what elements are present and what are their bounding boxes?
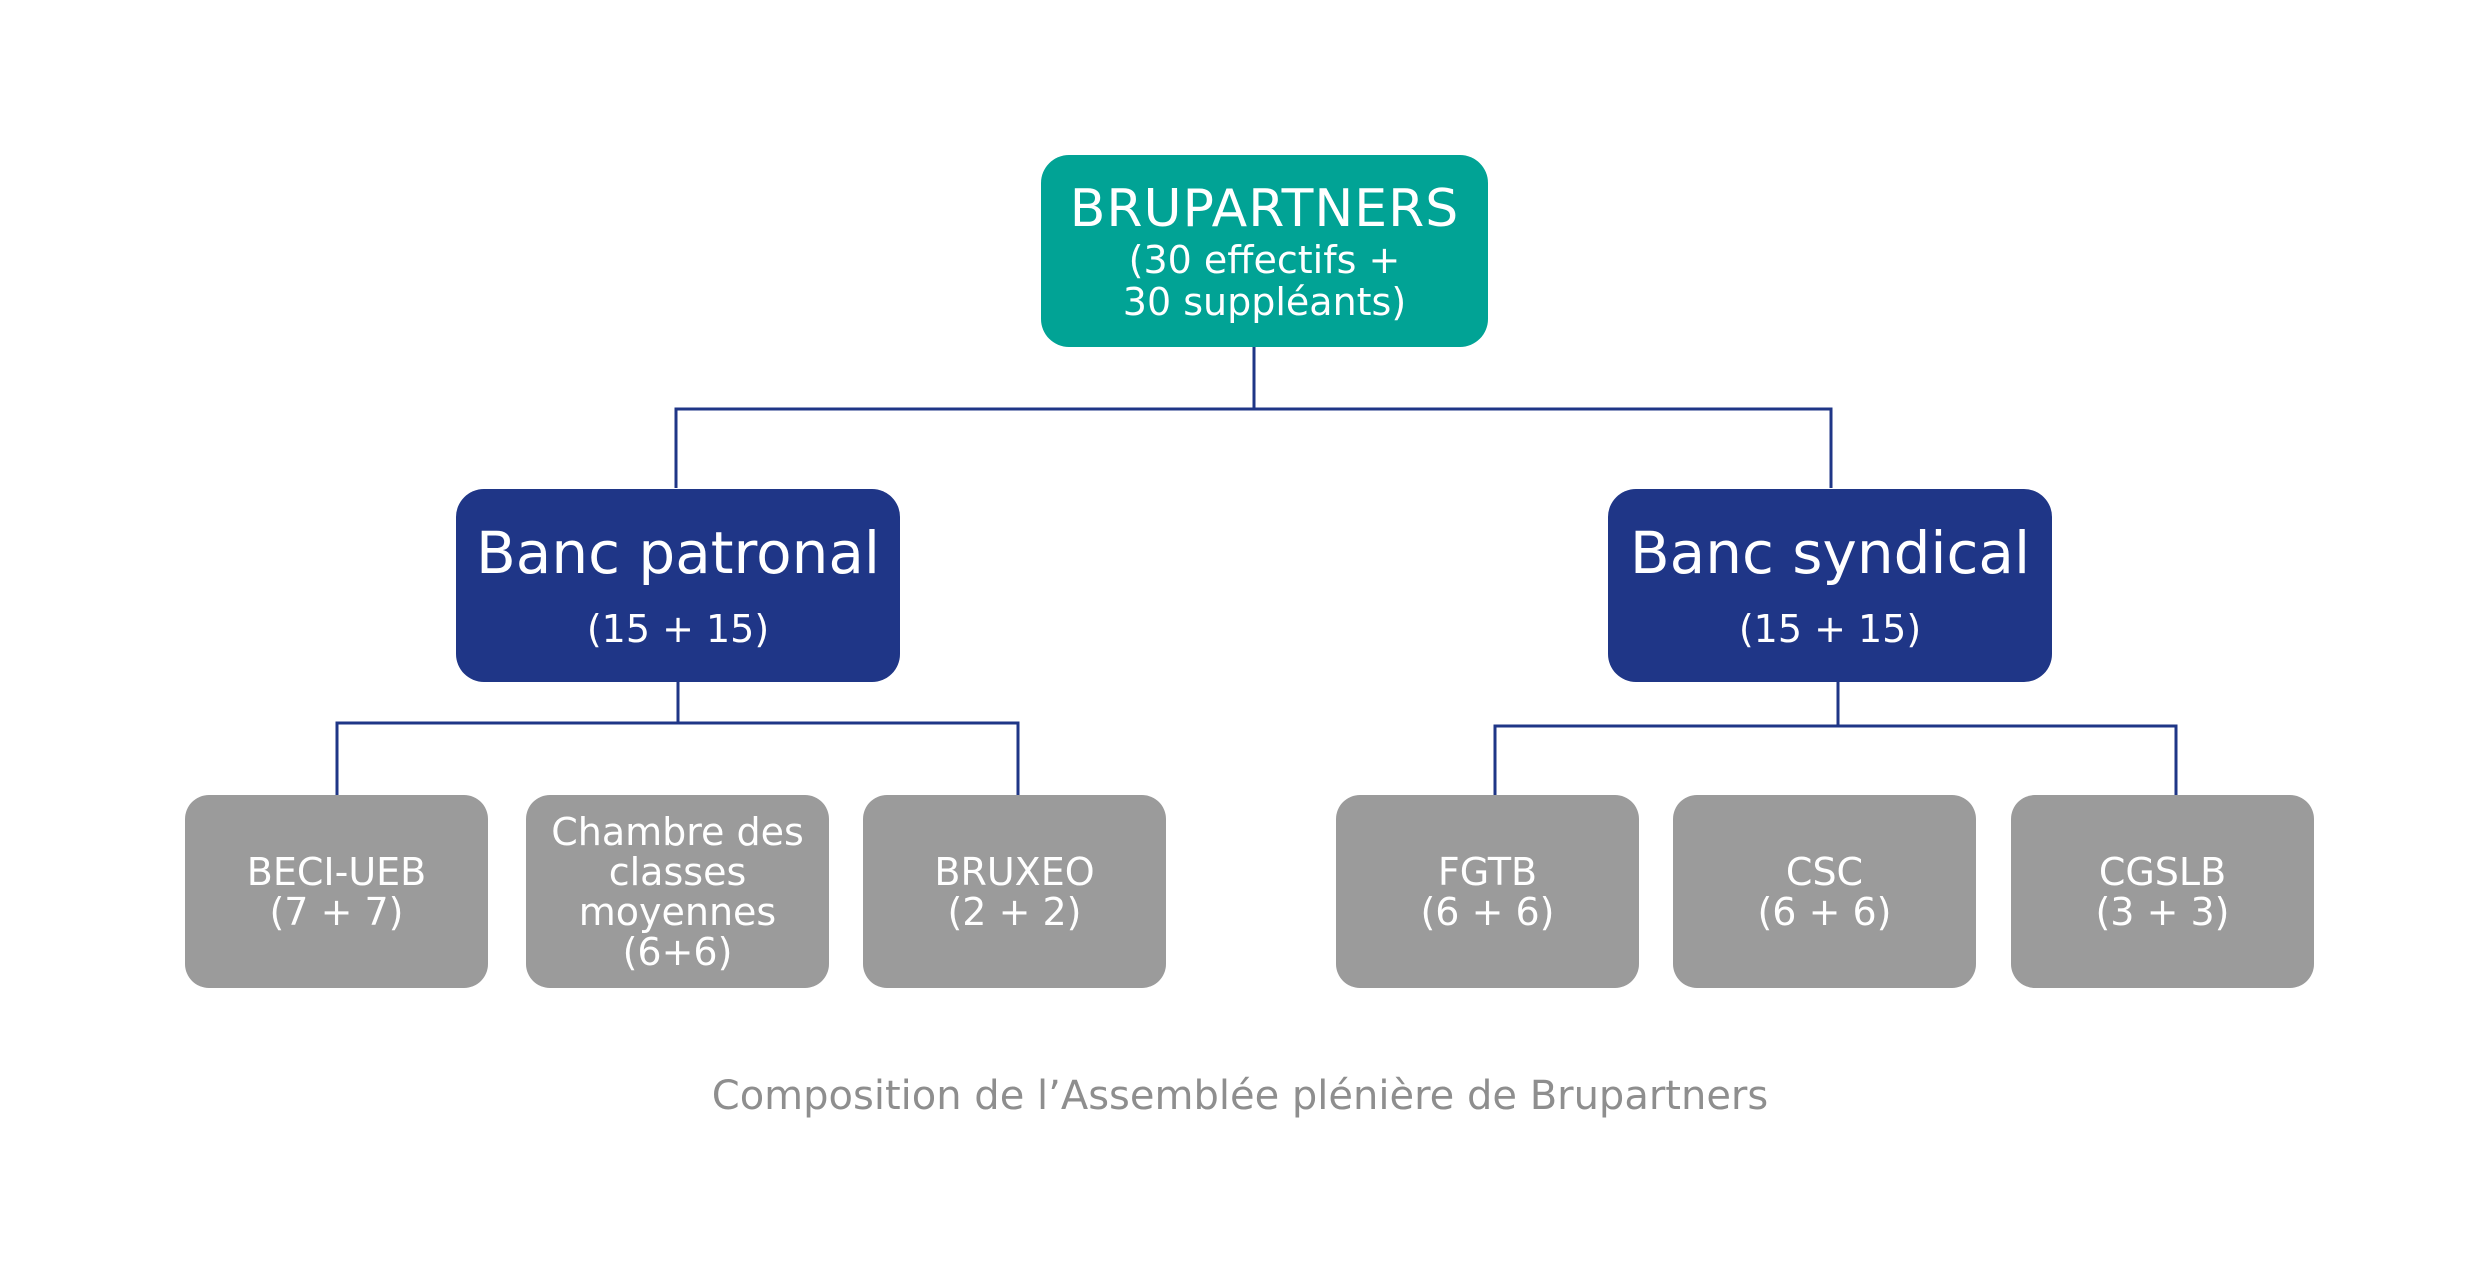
root-node-brupartners: BRUPARTNERS (30 effectifs + 30 suppléant… [1041, 155, 1488, 347]
member-node-title: FGTB [1437, 849, 1538, 894]
member-node-cgslb: CGSLB (3 + 3) [2011, 795, 2314, 988]
bank-node-subtitle: (15 + 15) [586, 606, 770, 651]
member-node-title: BRUXEO [934, 849, 1095, 894]
member-node-csc: CSC (6 + 6) [1673, 795, 1976, 988]
root-node-subtitle: (30 effectifs + 30 suppléants) [1122, 238, 1407, 324]
member-node-title: CSC [1785, 849, 1864, 894]
member-node-title: BECI-UEB [246, 849, 427, 894]
member-node-fgtb: FGTB (6 + 6) [1336, 795, 1639, 988]
member-node-seats: (6 + 6) [1757, 889, 1892, 934]
connector-bank-bar [674, 407, 1833, 488]
member-node-seats: (7 + 7) [269, 889, 404, 934]
bank-node-patronal: Banc patronal (15 + 15) [456, 489, 900, 682]
member-node-seats: (6 + 6) [1420, 889, 1555, 934]
bank-node-syndical: Banc syndical (15 + 15) [1608, 489, 2052, 682]
bank-node-title: Banc syndical [1629, 518, 2031, 587]
member-node-chambre-classes-moyennes: Chambre des classes moyennes (6+6) [526, 795, 829, 988]
member-node-title: Chambre des classes moyennes [551, 809, 804, 934]
figure-caption: Composition de l’Assemblée plénière de B… [711, 1073, 1769, 1119]
root-node-title: BRUPARTNERS [1069, 179, 1460, 239]
bank-node-title: Banc patronal [476, 518, 880, 587]
member-node-seats: (6+6) [622, 929, 733, 974]
member-node-seats: (2 + 2) [947, 889, 1082, 934]
member-node-beci-ueb: BECI-UEB (7 + 7) [185, 795, 488, 988]
connector-patronal-bar [335, 721, 1020, 795]
member-node-title: CGSLB [2098, 849, 2227, 894]
member-node-bruxeo: BRUXEO (2 + 2) [863, 795, 1166, 988]
bank-node-subtitle: (15 + 15) [1738, 606, 1922, 651]
member-node-seats: (3 + 3) [2095, 889, 2230, 934]
connector-syndical-bar [1493, 724, 2178, 795]
